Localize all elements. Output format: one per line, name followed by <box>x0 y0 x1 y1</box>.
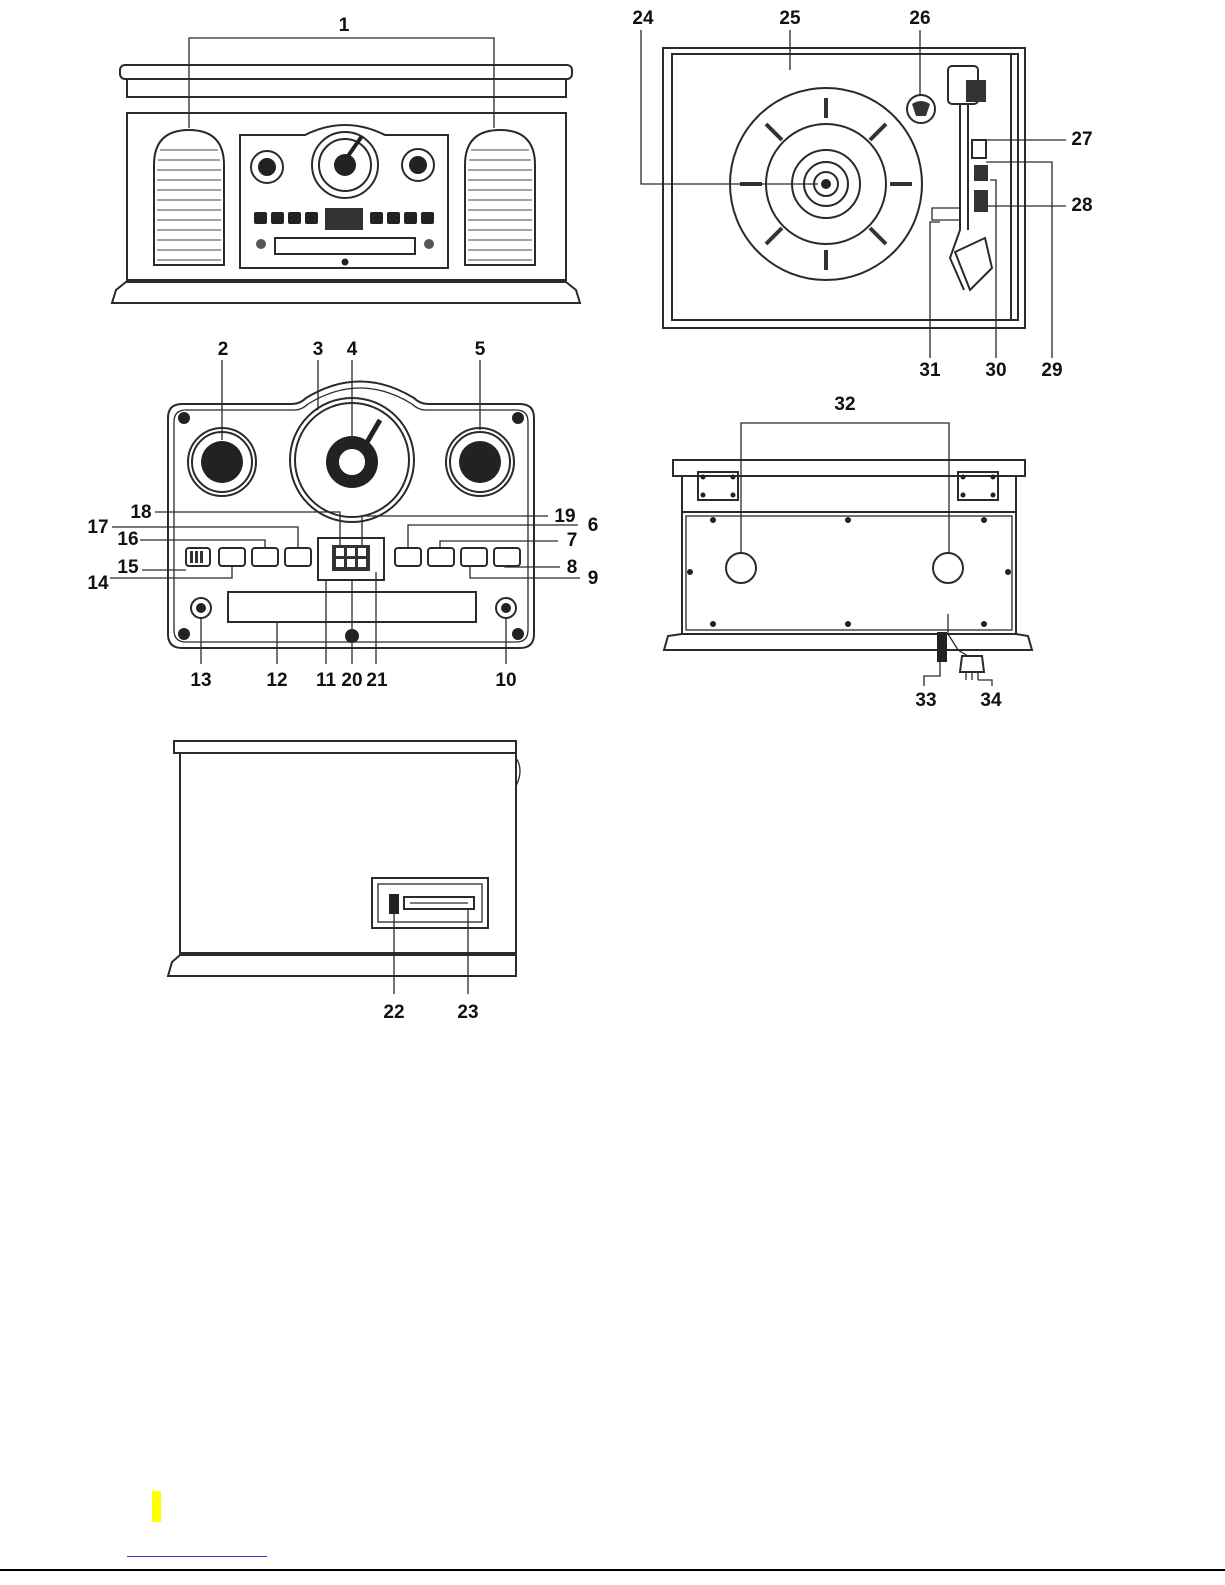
callout-21: 21 <box>366 670 388 691</box>
front-control-panel <box>240 125 448 268</box>
callout-5: 5 <box>475 339 486 360</box>
callout-8: 8 <box>567 557 578 578</box>
callout-27: 27 <box>1071 129 1092 150</box>
control-panel-detail <box>110 360 580 664</box>
callout-23: 23 <box>457 1002 478 1023</box>
link-underline[interactable] <box>127 1556 267 1557</box>
callout-2: 2 <box>218 339 229 360</box>
side-view <box>168 741 520 994</box>
callout-28: 28 <box>1071 195 1092 216</box>
callout-9: 9 <box>588 568 599 589</box>
top-view-turntable <box>641 30 1066 358</box>
callout-12: 12 <box>266 670 287 691</box>
highlight-mark <box>152 1491 161 1522</box>
callout-1: 1 <box>339 15 350 36</box>
callout-14: 14 <box>87 573 109 594</box>
callout-11: 11 <box>316 670 337 691</box>
callout-4: 4 <box>347 339 358 360</box>
page-bottom-rule <box>0 1569 1225 1571</box>
callout-32: 32 <box>834 394 855 415</box>
callout-3: 3 <box>313 339 324 360</box>
callout-33: 33 <box>915 690 936 711</box>
callout-15: 15 <box>117 557 139 578</box>
callout-24: 24 <box>632 8 654 29</box>
callout-22: 22 <box>383 1002 404 1023</box>
callout-13: 13 <box>190 670 211 691</box>
callout-25: 25 <box>779 8 801 29</box>
rear-view <box>664 423 1032 686</box>
callout-29: 29 <box>1041 360 1062 381</box>
callout-26: 26 <box>909 8 930 29</box>
callout-19: 19 <box>554 506 575 527</box>
front-view <box>112 38 580 303</box>
callout-6: 6 <box>588 515 599 536</box>
callout-20: 20 <box>341 670 362 691</box>
callout-16: 16 <box>117 529 138 550</box>
callout-7: 7 <box>567 530 578 551</box>
callout-30: 30 <box>985 360 1006 381</box>
callout-10: 10 <box>495 670 516 691</box>
callout-17: 17 <box>87 517 108 538</box>
callout-31: 31 <box>919 360 941 381</box>
callout-34: 34 <box>980 690 1002 711</box>
callout-18: 18 <box>130 502 151 523</box>
